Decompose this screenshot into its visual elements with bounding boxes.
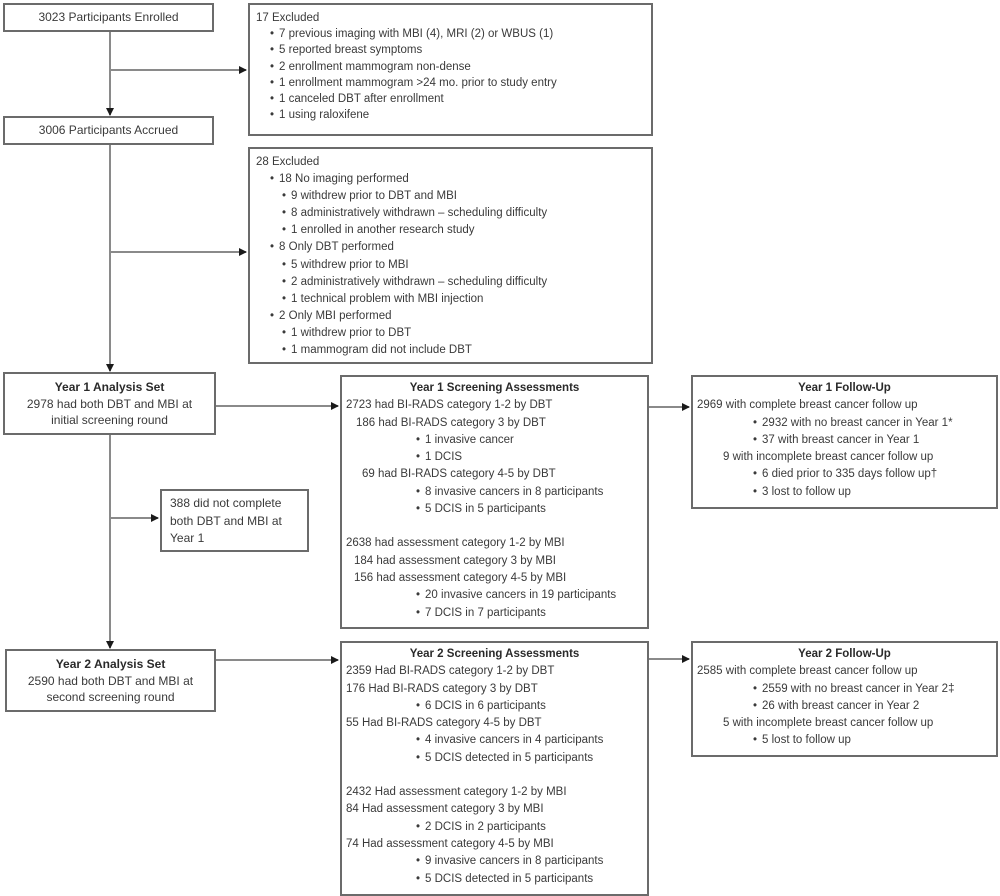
year1-followup-box: Year 1 Follow-Up 2969 with complete brea… — [691, 375, 998, 509]
exclusion-reason: 5 reported breast symptoms — [256, 42, 645, 58]
excluded-first-box: 17 Excluded 7 previous imaging with MBI … — [248, 3, 653, 136]
exclusion-reason: 7 previous imaging with MBI (4), MRI (2)… — [256, 26, 645, 42]
assessment-outcome: 6 DCIS in 6 participants — [346, 698, 643, 715]
year1-followup-body: 2969 with complete breast cancer follow … — [697, 397, 992, 501]
year2-followup-title: Year 2 Follow-Up — [798, 648, 891, 660]
not-completed-line1: 388 did not complete — [170, 496, 282, 510]
accrued-text: 3006 Participants Accrued — [38, 123, 179, 138]
assessment-category: 55 Had BI-RADS category 4-5 by DBT — [346, 717, 542, 730]
excluded-second-heading: 28 Excluded — [256, 156, 320, 168]
assessment-category: 186 had BI-RADS category 3 by DBT — [356, 416, 546, 429]
year1-analysis-line2: initial screening round — [51, 413, 168, 427]
followup-outcome: 3 lost to follow up — [697, 484, 992, 501]
exclusion-subreason: 1 mammogram did not include DBT — [256, 342, 645, 359]
assessment-category: 84 Had assessment category 3 by MBI — [346, 803, 544, 816]
assessment-outcome: 2 DCIS in 2 participants — [346, 819, 643, 836]
assessment-outcome: 5 DCIS detected in 5 participants — [346, 871, 643, 888]
year1-analysis-line1: 2978 had both DBT and MBI at — [26, 396, 193, 411]
excluded-first-heading: 17 Excluded — [256, 12, 320, 24]
assessment-outcome: 1 DCIS — [346, 449, 643, 466]
not-completed-line3: Year 1 — [170, 531, 205, 545]
not-completed-box: 388 did not complete both DBT and MBI at… — [160, 489, 309, 552]
assessment-category: 156 had assessment category 4-5 by MBI — [354, 571, 567, 584]
exclusion-subreason: 1 enrolled in another research study — [256, 222, 645, 239]
year2-analysis-title: Year 2 Analysis Set — [55, 657, 166, 671]
followup-outcome: 37 with breast cancer in Year 1 — [697, 432, 992, 449]
not-completed-line2: both DBT and MBI at — [170, 513, 282, 528]
assessment-outcome: 20 invasive cancers in 19 participants — [346, 587, 643, 604]
followup-outcome: 2932 with no breast cancer in Year 1* — [697, 415, 992, 432]
year2-screening-title: Year 2 Screening Assessments — [409, 648, 580, 660]
exclusion-reason: 2 enrollment mammogram non-dense — [256, 59, 645, 75]
year1-screening-body: 2723 had BI-RADS category 1-2 by DBT 186 … — [346, 397, 643, 622]
followup-complete: 2585 with complete breast cancer follow … — [697, 665, 918, 678]
assessment-category: 176 Had BI-RADS category 3 by DBT — [346, 682, 538, 695]
assessment-category: 74 Had assessment category 4-5 by MBI — [346, 837, 554, 850]
year1-screening-title: Year 1 Screening Assessments — [409, 382, 580, 394]
assessment-outcome: 5 DCIS detected in 5 participants — [346, 750, 643, 767]
exclusion-group: 18 No imaging performed — [256, 171, 645, 188]
exclusion-reason: 1 enrollment mammogram >24 mo. prior to … — [256, 75, 645, 91]
exclusion-group: 8 Only DBT performed — [256, 239, 645, 256]
exclusion-group: 2 Only MBI performed — [256, 308, 645, 325]
year2-analysis-line2: second screening round — [46, 690, 175, 704]
followup-incomplete: 5 with incomplete breast cancer follow u… — [723, 717, 934, 730]
followup-incomplete: 9 with incomplete breast cancer follow u… — [723, 451, 934, 464]
excluded-second-list: 18 No imaging performed9 withdrew prior … — [256, 171, 645, 359]
accrued-box: 3006 Participants Accrued — [3, 116, 214, 145]
year1-analysis-title: Year 1 Analysis Set — [54, 380, 165, 394]
followup-outcome: 6 died prior to 335 days follow up† — [697, 466, 992, 483]
exclusion-reason: 1 using raloxifene — [256, 107, 645, 123]
assessment-outcome: 7 DCIS in 7 participants — [346, 605, 643, 622]
year2-followup-box: Year 2 Follow-Up 2585 with complete brea… — [691, 641, 998, 757]
assessment-outcome: 8 invasive cancers in 8 participants — [346, 484, 643, 501]
assessment-category: 2723 had BI-RADS category 1-2 by DBT — [346, 399, 553, 412]
year2-analysis-line1: 2590 had both DBT and MBI at — [27, 673, 194, 688]
assessment-category: 184 had assessment category 3 by MBI — [354, 554, 556, 567]
assessment-outcome: 1 invasive cancer — [346, 432, 643, 449]
assessment-outcome: 5 DCIS in 5 participants — [346, 501, 643, 518]
followup-complete: 2969 with complete breast cancer follow … — [697, 399, 918, 412]
exclusion-subreason: 1 technical problem with MBI injection — [256, 291, 645, 308]
year2-analysis-box: Year 2 Analysis Set 2590 had both DBT an… — [5, 649, 216, 712]
excluded-first-list: 7 previous imaging with MBI (4), MRI (2)… — [256, 26, 645, 123]
followup-outcome: 5 lost to follow up — [697, 732, 992, 749]
assessment-outcome: 9 invasive cancers in 8 participants — [346, 853, 643, 870]
enrolled-box: 3023 Participants Enrolled — [3, 3, 214, 32]
exclusion-subreason: 8 administratively withdrawn – schedulin… — [256, 205, 645, 222]
assessment-category: 2638 had assessment category 1-2 by MBI — [346, 537, 565, 550]
year2-screening-box: Year 2 Screening Assessments 2359 Had BI… — [340, 641, 649, 896]
assessment-category: 2359 Had BI-RADS category 1-2 by DBT — [346, 665, 555, 678]
followup-outcome: 26 with breast cancer in Year 2 — [697, 698, 992, 715]
enrolled-text: 3023 Participants Enrolled — [38, 10, 179, 25]
spacer — [346, 767, 643, 784]
followup-outcome: 2559 with no breast cancer in Year 2‡ — [697, 681, 992, 698]
excluded-second-box: 28 Excluded 18 No imaging performed9 wit… — [248, 147, 653, 364]
exclusion-subreason: 2 administratively withdrawn – schedulin… — [256, 274, 645, 291]
year1-followup-title: Year 1 Follow-Up — [798, 382, 891, 394]
spacer — [346, 518, 643, 535]
year1-analysis-box: Year 1 Analysis Set 2978 had both DBT an… — [3, 372, 216, 435]
year1-screening-box: Year 1 Screening Assessments 2723 had BI… — [340, 375, 649, 629]
exclusion-subreason: 5 withdrew prior to MBI — [256, 257, 645, 274]
exclusion-reason: 1 canceled DBT after enrollment — [256, 91, 645, 107]
assessment-outcome: 4 invasive cancers in 4 participants — [346, 732, 643, 749]
assessment-category: 69 had BI-RADS category 4-5 by DBT — [362, 468, 556, 481]
assessment-category: 2432 Had assessment category 1-2 by MBI — [346, 786, 567, 799]
exclusion-subreason: 1 withdrew prior to DBT — [256, 325, 645, 342]
exclusion-subreason: 9 withdrew prior to DBT and MBI — [256, 188, 645, 205]
year2-screening-body: 2359 Had BI-RADS category 1-2 by DBT 176 … — [346, 663, 643, 888]
year2-followup-body: 2585 with complete breast cancer follow … — [697, 663, 992, 749]
